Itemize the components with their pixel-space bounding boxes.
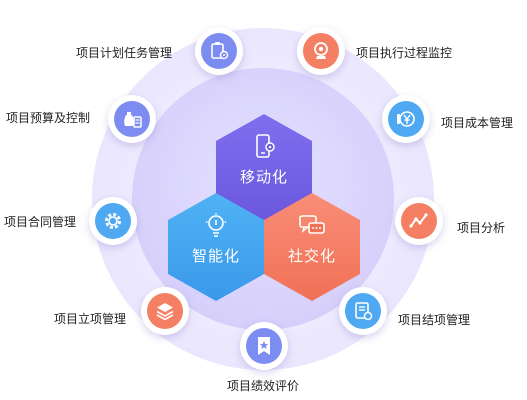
hex-social-label: 社交化 — [287, 247, 336, 265]
hex-social: 社交化 — [264, 193, 360, 301]
node-perf[interactable] — [240, 322, 288, 370]
label-cost: 项目成本管理 — [441, 116, 514, 130]
node-cost[interactable] — [382, 95, 430, 143]
node-setup[interactable] — [141, 287, 189, 335]
label-analysis: 项目分析 — [457, 221, 506, 235]
hex-smart: 智能化 — [168, 193, 264, 301]
label-task: 项目计划任务管理 — [76, 46, 173, 60]
node-task[interactable] — [195, 27, 243, 75]
hex-smart-label: 智能化 — [191, 247, 240, 265]
chat-bubbles-icon — [299, 215, 325, 234]
line-chart-icon — [409, 213, 428, 228]
node-analysis[interactable] — [395, 197, 443, 245]
label-perf: 项目绩效评价 — [227, 379, 300, 393]
lightbulb-icon — [206, 213, 226, 237]
layers-icon — [156, 303, 174, 321]
label-contract: 项目合同管理 — [4, 215, 77, 229]
node-close[interactable] — [339, 287, 387, 335]
label-close: 项目结项管理 — [398, 313, 471, 327]
node-contract[interactable] — [89, 197, 137, 245]
yen-coin-icon — [397, 111, 415, 127]
label-monitor: 项目执行过程监控 — [356, 46, 453, 60]
node-budget[interactable] — [108, 95, 156, 143]
bookmark-star-icon — [258, 337, 270, 355]
hex-mobile-label: 移动化 — [239, 168, 288, 186]
node-monitor[interactable] — [297, 27, 345, 75]
document-icon — [355, 302, 373, 321]
label-budget: 项目预算及控制 — [6, 111, 91, 125]
phone-gear-icon — [256, 134, 275, 158]
camera-icon — [314, 42, 328, 59]
gear-icon — [105, 213, 121, 229]
label-setup: 项目立项管理 — [54, 312, 127, 326]
money-bag-calculator-icon — [124, 112, 142, 128]
clipboard-gear-icon — [211, 42, 229, 60]
